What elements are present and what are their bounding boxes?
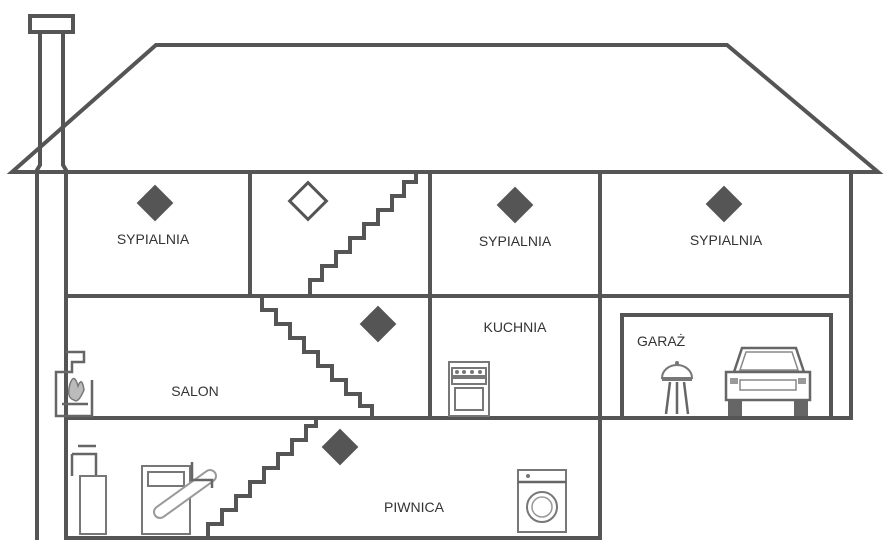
detector-diamond-filled-icon — [496, 186, 534, 224]
room-label-garage: GARAŻ — [637, 332, 686, 349]
house-walls — [64, 172, 853, 540]
grill-icon — [660, 361, 694, 415]
room-label-bedroom-1: SYPIALNIA — [117, 231, 190, 247]
staircase-middle — [260, 296, 374, 418]
water-heater-icon — [70, 444, 107, 535]
room-label-living-room: SALON — [171, 383, 218, 399]
room-label-bedroom-3: SYPIALNIA — [690, 232, 763, 248]
staircase-upper — [308, 172, 418, 296]
fireplace-icon — [54, 350, 94, 418]
furnace-icon — [141, 462, 217, 535]
roof — [6, 43, 884, 174]
stove-icon — [448, 361, 490, 417]
washing-machine-icon — [517, 469, 567, 533]
detector-diamond-filled-icon — [705, 185, 743, 223]
room-label-basement: PIWNICA — [384, 499, 445, 515]
detector-diamond-filled-icon — [136, 184, 174, 222]
detector-diamond-filled-icon — [359, 305, 397, 343]
chimney — [28, 14, 75, 540]
detector-diamond-outline-icon — [287, 180, 329, 222]
room-label-kitchen: KUCHNIA — [483, 319, 547, 335]
room-label-bedroom-2: SYPIALNIA — [479, 233, 552, 249]
detector-diamond-filled-icon — [321, 428, 359, 466]
garage-door-frame — [620, 313, 833, 418]
car-icon — [724, 346, 812, 416]
staircase-lower — [206, 418, 318, 538]
